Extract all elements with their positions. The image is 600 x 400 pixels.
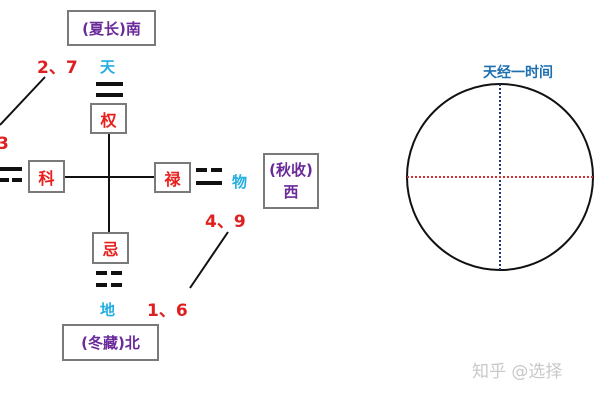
diagonal-line-top-left	[0, 76, 46, 126]
watermark: 知乎 @选择	[472, 362, 563, 382]
north-box: (冬藏)北	[62, 324, 159, 361]
west-box: (秋收) 西	[263, 153, 319, 209]
star-right: 禄	[164, 169, 181, 189]
south-box: (夏长)南	[67, 10, 156, 46]
star-top: 权	[100, 110, 117, 130]
star-box-left: 科	[28, 160, 65, 193]
circle-title: 天经一时间	[483, 65, 553, 81]
star-box-top: 权	[90, 103, 127, 134]
star-left: 科	[38, 168, 55, 188]
number-left: 3	[0, 134, 9, 154]
earth-label: 地	[100, 301, 116, 319]
star-box-right: 禄	[154, 162, 191, 193]
west-label-line1: (秋收)	[269, 161, 313, 179]
west-label-line2: 西	[283, 183, 299, 201]
star-box-bottom: 忌	[92, 232, 129, 264]
things-label: 物	[232, 173, 248, 191]
number-bottom: 1、6	[147, 301, 188, 321]
number-right: 4、9	[205, 212, 246, 232]
star-bottom: 忌	[102, 240, 119, 259]
number-top-left: 2、7	[37, 58, 78, 78]
diagonal-line-bottom-right	[189, 231, 229, 289]
north-label: (冬藏)北	[81, 334, 140, 352]
south-label: (夏长)南	[82, 19, 141, 38]
heaven-label: 天	[100, 58, 116, 76]
